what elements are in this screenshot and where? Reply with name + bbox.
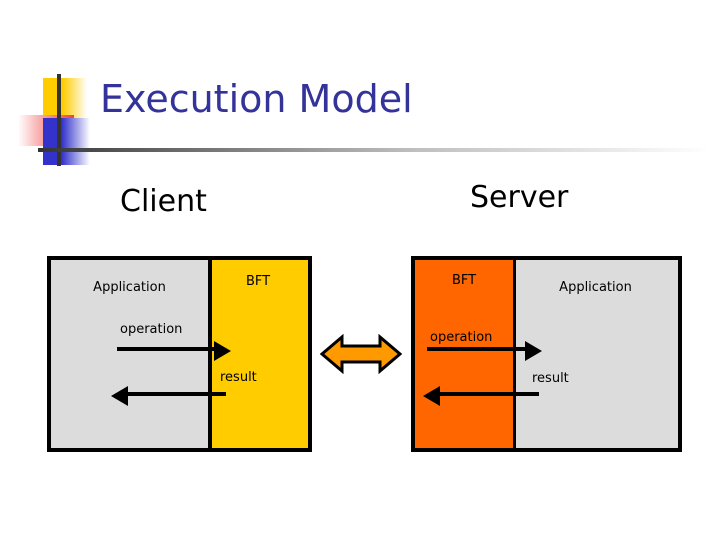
client-operation-arrow-line: [117, 347, 214, 351]
client-pane-divider: [208, 260, 212, 448]
server-bft-pane: BFT: [415, 260, 513, 448]
client-box: Application BFT: [47, 256, 312, 452]
title-decoration: [18, 74, 98, 166]
column-heading-client: Client: [120, 184, 207, 219]
client-operation-label: operation: [120, 322, 183, 337]
server-bft-label: BFT: [451, 273, 477, 288]
client-application-pane: Application: [51, 260, 208, 448]
client-application-label: Application: [93, 280, 166, 295]
server-operation-arrowhead-icon: [525, 341, 542, 361]
client-result-label: result: [220, 370, 257, 385]
client-result-arrowhead-icon: [111, 386, 128, 406]
client-bft-label: BFT: [245, 274, 271, 289]
server-result-arrowhead-icon: [423, 386, 440, 406]
client-operation-arrowhead-icon: [214, 341, 231, 361]
server-operation-label: operation: [430, 330, 493, 345]
title-underline-rule: [38, 148, 710, 152]
vertical-rule-icon: [57, 74, 61, 166]
server-operation-arrow-line: [427, 347, 525, 351]
server-pane-divider: [513, 260, 516, 448]
column-heading-server: Server: [470, 180, 569, 215]
page-title: Execution Model: [100, 77, 413, 121]
server-application-pane: Application: [513, 260, 678, 448]
client-result-arrow-line: [128, 392, 226, 396]
server-result-arrow-line: [440, 392, 539, 396]
double-headed-arrow-icon: [319, 333, 403, 375]
server-box: BFT Application: [411, 256, 682, 452]
yellow-square-icon: [43, 78, 87, 118]
server-result-label: result: [532, 371, 569, 386]
server-application-label: Application: [559, 280, 632, 295]
blue-square-icon: [43, 118, 90, 165]
